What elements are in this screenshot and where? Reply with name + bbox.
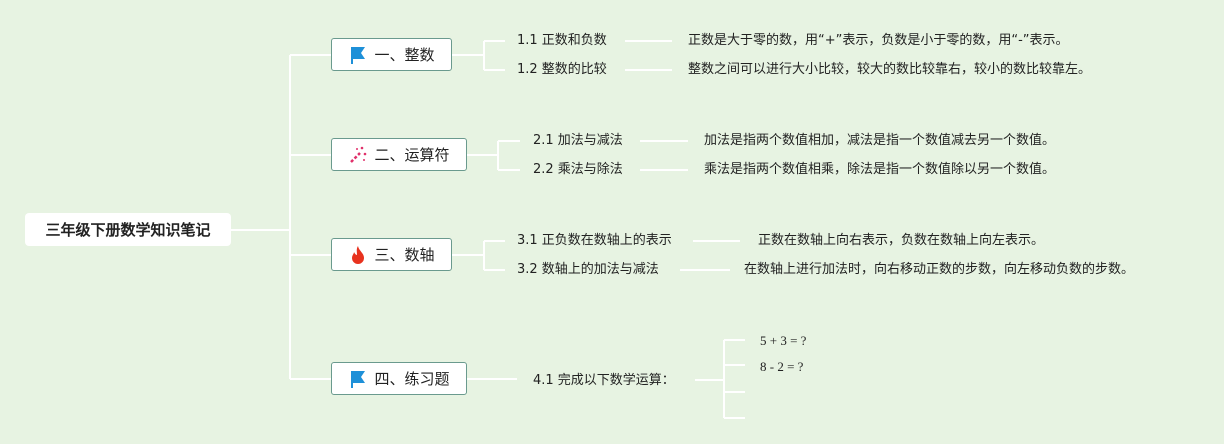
topic-label: 一、整数 — [374, 46, 435, 64]
subtopic-desc[interactable]: 在数轴上进行加法时，向右移动正数的步数，向左移动负数的步数。 — [744, 262, 1135, 277]
flag-icon — [351, 46, 366, 64]
subtopic-desc[interactable]: 加法是指两个数值相加，减法是指一个数值减去另一个数值。 — [704, 133, 1056, 148]
subtopic-title[interactable]: 4.1 完成以下数学运算： — [533, 373, 675, 388]
topic-label: 三、数轴 — [374, 246, 435, 264]
topic-label: 二、运算符 — [374, 146, 450, 164]
subtopic-title[interactable]: 1.1 正数和负数 — [517, 33, 607, 48]
magic-wand-icon — [350, 146, 367, 163]
subtopic-desc[interactable]: 正数在数轴上向右表示，负数在数轴上向左表示。 — [758, 233, 1045, 248]
subtopic-title[interactable]: 3.1 正负数在数轴上的表示 — [517, 233, 672, 248]
topic-operators[interactable]: 二、运算符 — [331, 138, 467, 171]
subtopic-title[interactable]: 3.2 数轴上的加法与减法 — [517, 262, 659, 277]
subtopic-desc[interactable]: 正数是大于零的数，用“+”表示，负数是小于零的数，用“-”表示。 — [688, 33, 1069, 48]
exercise-item[interactable]: 5 + 3 = ? — [760, 333, 807, 348]
root-topic[interactable]: 三年级下册数学知识笔记 — [25, 213, 231, 246]
exercise-item[interactable]: 8 - 2 = ? — [760, 359, 804, 374]
flag-icon — [351, 370, 366, 388]
subtopic-title[interactable]: 1.2 整数的比较 — [517, 62, 607, 77]
subtopic-title[interactable]: 2.1 加法与减法 — [533, 133, 623, 148]
fire-icon — [352, 245, 365, 264]
topic-label: 四、练习题 — [374, 370, 450, 388]
topic-integers[interactable]: 一、整数 — [331, 38, 452, 71]
subtopic-desc[interactable]: 整数之间可以进行大小比较，较大的数比较靠右，较小的数比较靠左。 — [688, 62, 1092, 77]
topic-number-line[interactable]: 三、数轴 — [331, 238, 452, 271]
topic-exercises[interactable]: 四、练习题 — [331, 362, 467, 395]
subtopic-title[interactable]: 2.2 乘法与除法 — [533, 162, 623, 177]
subtopic-desc[interactable]: 乘法是指两个数值相乘，除法是指一个数值除以另一个数值。 — [704, 162, 1056, 177]
